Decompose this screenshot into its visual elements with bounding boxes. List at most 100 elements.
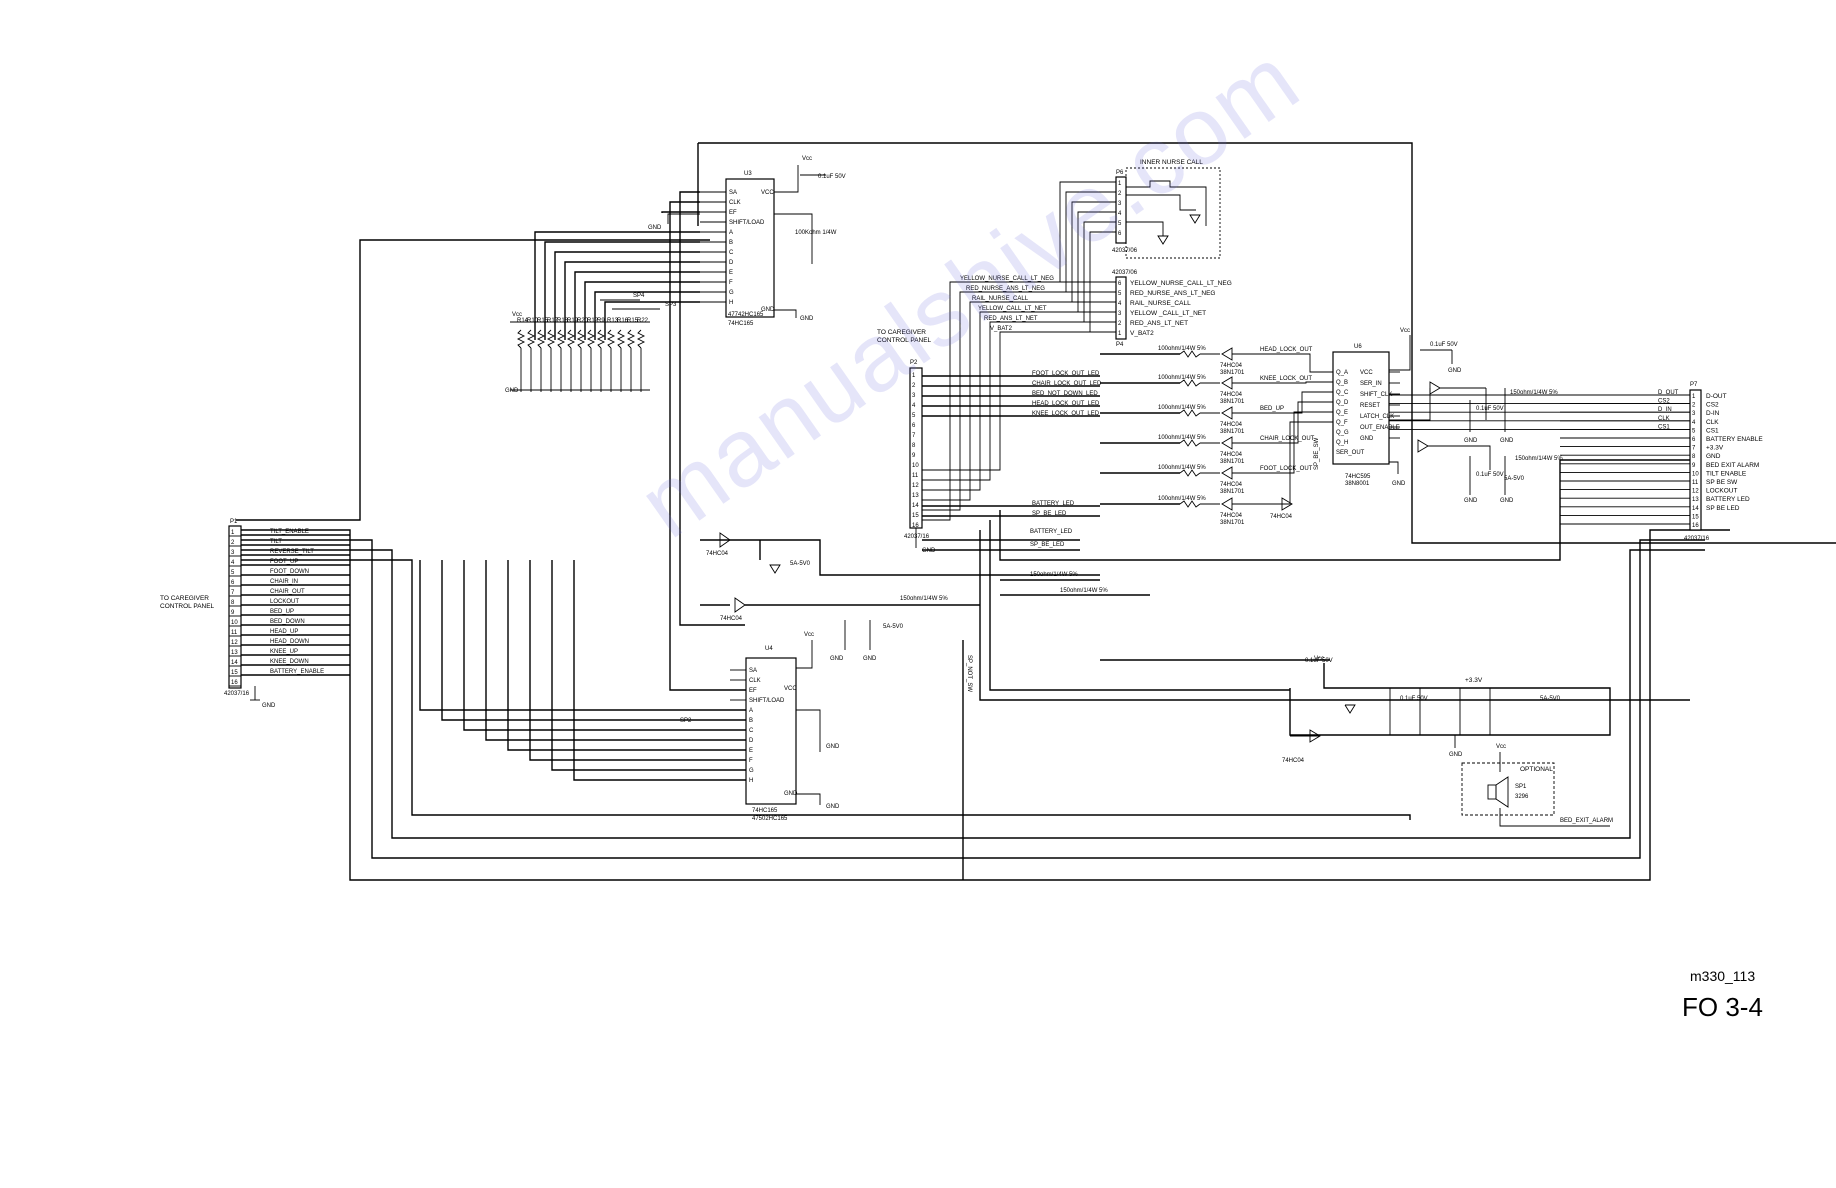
p1-part: 42037/16: [224, 691, 250, 697]
u3-pin-label: G: [729, 290, 734, 296]
u6-alt: 38N8001: [1345, 481, 1370, 487]
p2-pin-number: 13: [912, 493, 919, 499]
p1-side-label-line2: CONTROL PANEL: [160, 603, 215, 610]
p6-pin-number: 4: [1118, 211, 1122, 217]
p7-pin-number: 16: [1692, 523, 1699, 529]
optional-box: [1461, 762, 1555, 816]
p4-part: 42037/06: [1112, 270, 1138, 276]
optional-label: OPTIONAL: [1520, 766, 1553, 773]
p7-signal-label: TILT ENABLE: [1706, 470, 1747, 477]
p2-pin-number: 2: [912, 383, 916, 389]
c20-value: 0.1uF 50V: [818, 174, 846, 180]
zener-2: 5A-5V0: [883, 624, 904, 630]
p1-gnd: GND: [262, 703, 276, 709]
p7-net-label: D_IN: [1658, 407, 1672, 413]
p4-net-label: RAIL_NURSE_CALL: [972, 296, 1029, 302]
inverter-alt: 38N1701: [1220, 399, 1245, 405]
resistor-ref: R13: [607, 318, 619, 324]
buzzer-vcc: Vcc: [1496, 744, 1506, 750]
u3-ref: U3: [744, 171, 752, 177]
p2-signal-label: BED_NOT_DOWN_LED: [1032, 391, 1098, 397]
inverter-icon: [1221, 466, 1233, 480]
u4-pin-label: G: [749, 768, 754, 774]
u3-pin-label: B: [729, 240, 733, 246]
p7-signal-label: D-OUT: [1706, 393, 1727, 400]
p1-signal-label: CHAIR_OUT: [270, 589, 305, 595]
p1-signal-label: KNEE_UP: [270, 649, 298, 655]
p7-signal-label: SP BE LED: [1706, 505, 1740, 512]
inverter-part: 74HC04: [1220, 363, 1243, 369]
c26-value: 0.1uF 50V: [1430, 342, 1458, 348]
p7-pin-number: 14: [1692, 506, 1699, 512]
p2-pin-number: 6: [912, 423, 916, 429]
inverter-alt: 38N1701: [1220, 429, 1245, 435]
u4-input-bus: [419, 560, 746, 781]
u4-ref: U4: [765, 646, 773, 652]
bed-exit-alarm-label: BED_EXIT_ALARM: [1560, 818, 1613, 824]
p1-pin-number: 7: [231, 590, 235, 596]
p4-pin-number: 5: [1118, 291, 1122, 297]
sp2-label: SP2: [680, 718, 692, 724]
u3-vcc: VCC: [761, 190, 774, 196]
p4-net-label: RED_ANS_LT_NET: [984, 316, 1038, 322]
led-net-label: KNEE_LOCK_OUT: [1260, 376, 1312, 382]
battery-led-label: BATTERY_LED: [1030, 529, 1073, 535]
p7-ref: P7: [1690, 382, 1698, 388]
zener-3: 5A-5V0: [1504, 476, 1525, 482]
p7-net-label: CS2: [1658, 399, 1670, 405]
p4-pin-number: 3: [1118, 311, 1122, 317]
p7-pin-number: 12: [1692, 489, 1699, 495]
p1-signal-label: BED_DOWN: [270, 619, 305, 625]
led-resistor-value: 100ohm/1/4W 5%: [1158, 346, 1206, 352]
u3-pin-label: H: [729, 300, 733, 306]
inverter-part: 74HC04: [1220, 452, 1243, 458]
u2-inv-part-2: 74HC04: [720, 616, 743, 622]
p7-signal-label: CS1: [1706, 427, 1719, 434]
p1-signal-label: HEAD_UP: [270, 629, 298, 635]
inverter-icon: [1221, 347, 1233, 361]
resistor-ref: R14: [517, 318, 529, 324]
p4-net-label: V_BAT2: [990, 326, 1013, 332]
p7-inverters: 0.1uF 50V 0.1uF 50V GND GND GND GND 150o…: [1389, 381, 1563, 504]
u4-pin-label: C: [749, 728, 754, 734]
inverter-alt: 38N1701: [1220, 489, 1245, 495]
document-id: m330_113: [1690, 968, 1756, 984]
rbank-gnd: GND: [505, 388, 519, 394]
p1-signal-label: LOCKOUT: [270, 599, 299, 605]
led-driver-inverters: 100ohm/1/4W 5%74HC0438N1701HEAD_LOCK_OUT…: [1100, 346, 1333, 526]
p4-pin-number: 6: [1118, 281, 1122, 287]
p1-pin-number: 10: [231, 620, 238, 626]
p4-pin-number: 1: [1118, 331, 1122, 337]
p1-pin-number: 2: [231, 540, 235, 546]
p7-net-label: CS1: [1658, 424, 1670, 430]
resistor-ref: R10: [527, 318, 539, 324]
p1-pin-number: 3: [231, 550, 235, 556]
p2-side-label-line2: CONTROL PANEL: [877, 337, 932, 344]
p1-body: [228, 525, 242, 689]
inverter-part: 74HC04: [1220, 392, 1243, 398]
p2-pin-number: 1: [912, 373, 916, 379]
u6-left-pin: Q_B: [1336, 380, 1348, 386]
u4-pin-label: SHIFT/LOAD: [749, 698, 785, 704]
p1-signal-label: KNEE_DOWN: [270, 659, 309, 665]
u4-gnd-2: GND: [826, 744, 840, 750]
p1-pin-number: 11: [231, 630, 238, 636]
u6-right-pin: OUT_ENABLE: [1360, 425, 1400, 431]
u6-ref: U6: [1354, 344, 1362, 350]
u3-pin-label: A: [729, 230, 733, 236]
resistor-ref: R17: [547, 318, 559, 324]
p1-pin-number: 1: [231, 530, 235, 536]
p7-pin-number: 6: [1692, 437, 1696, 443]
p4-body: [1115, 276, 1127, 340]
p2-pin-number: 14: [912, 503, 919, 509]
u4-pin-label: D: [749, 738, 754, 744]
u4-gnd: GND: [784, 791, 798, 797]
p1-signal-label: FOOT_UP: [270, 559, 298, 565]
u3-body: [725, 178, 775, 318]
p7-signal-label: BATTERY LED: [1706, 496, 1750, 503]
p7-pin-number: 10: [1692, 471, 1699, 477]
